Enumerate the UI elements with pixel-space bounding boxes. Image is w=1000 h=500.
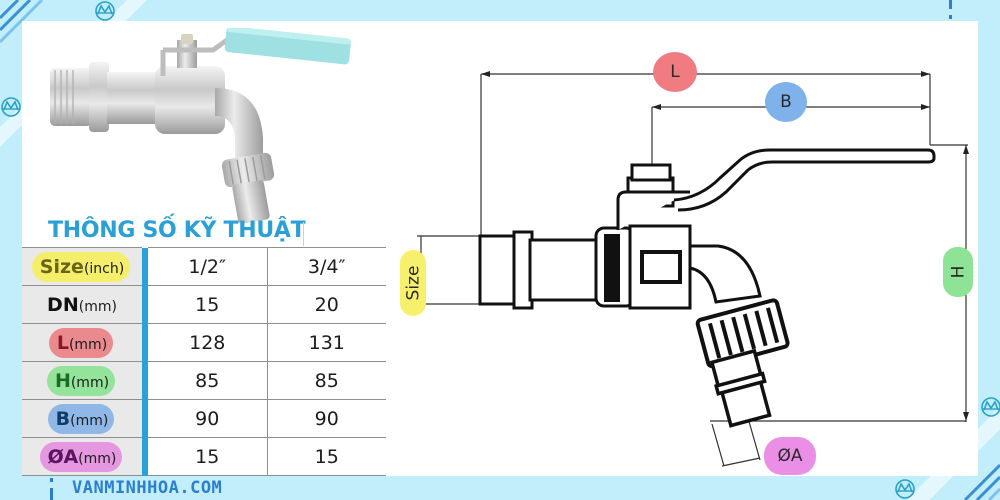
table-row: L(mm) 128 131 [22, 323, 386, 362]
valve-outline [478, 148, 936, 310]
accent-separator [142, 323, 148, 362]
cell-value: 90 [148, 399, 268, 438]
highlight-blob [39, 441, 123, 472]
row-label-l: L(mm) [22, 323, 142, 362]
accent-separator [142, 247, 148, 286]
row-label-size: Size(inch) [22, 247, 142, 286]
dimension-label-h: H [943, 247, 973, 297]
dimension-arrows [481, 71, 969, 421]
cell-value: 15 [148, 437, 268, 476]
hose-nozzle [709, 348, 772, 428]
accent-dash-marks [50, 478, 53, 500]
spec-table: Size(inch) 1/2″ 3/4″ DN(mm) 15 20 L(mm) … [22, 247, 386, 476]
highlight-blob [48, 327, 114, 358]
cell-value: 15 [148, 285, 268, 324]
corner-decoration-lines [963, 463, 1000, 500]
highlight-blob [47, 403, 115, 434]
accent-separator [142, 399, 148, 438]
table-row: Size(inch) 1/2″ 3/4″ [22, 247, 386, 286]
table-row: B(mm) 90 90 [22, 399, 386, 438]
row-label-dn: DN(mm) [22, 285, 142, 324]
cell-value: 90 [267, 399, 386, 438]
cell-value: 20 [267, 285, 386, 324]
product-photo-ball-valve-tap [50, 28, 352, 223]
corner-decoration-lines [0, 0, 44, 44]
dimension-label-size: Size [400, 250, 426, 316]
table-row: H(mm) 85 85 [22, 361, 386, 400]
cell-value: 85 [267, 361, 386, 400]
row-label-h: H(mm) [22, 361, 142, 400]
row-label-oa: ØA(mm) [22, 437, 142, 476]
cell-value: 85 [148, 361, 268, 400]
accent-separator [142, 361, 148, 400]
divider [303, 222, 304, 246]
highlight-blob [31, 251, 131, 282]
website-link[interactable]: VANMINHHOA.COM [72, 478, 223, 498]
brand-logo-icon [0, 96, 22, 118]
accent-dash-marks [949, 0, 952, 19]
technical-drawing [417, 71, 969, 467]
dimension-label-b: B [765, 82, 807, 122]
spec-title: THÔNG SỐ KỸ THUẬT [48, 218, 306, 243]
cell-value: 128 [148, 323, 268, 362]
accent-separator [142, 437, 148, 476]
brand-logo-icon [980, 396, 1000, 418]
dimension-label-l: L [653, 52, 697, 92]
table-row: DN(mm) 15 20 [22, 285, 386, 324]
table-row: ØA(mm) 15 15 [22, 437, 386, 476]
cell-value: 3/4″ [267, 247, 386, 286]
highlight-blob [46, 365, 116, 396]
dimension-label-oa: ØA [764, 437, 816, 475]
brand-logo-icon [894, 478, 916, 500]
brand-logo-icon [94, 0, 116, 22]
cell-value: 131 [267, 323, 386, 362]
row-label-b: B(mm) [22, 399, 142, 438]
cell-value: 1/2″ [148, 247, 268, 286]
cell-value: 15 [267, 437, 386, 476]
accent-separator [142, 285, 148, 324]
